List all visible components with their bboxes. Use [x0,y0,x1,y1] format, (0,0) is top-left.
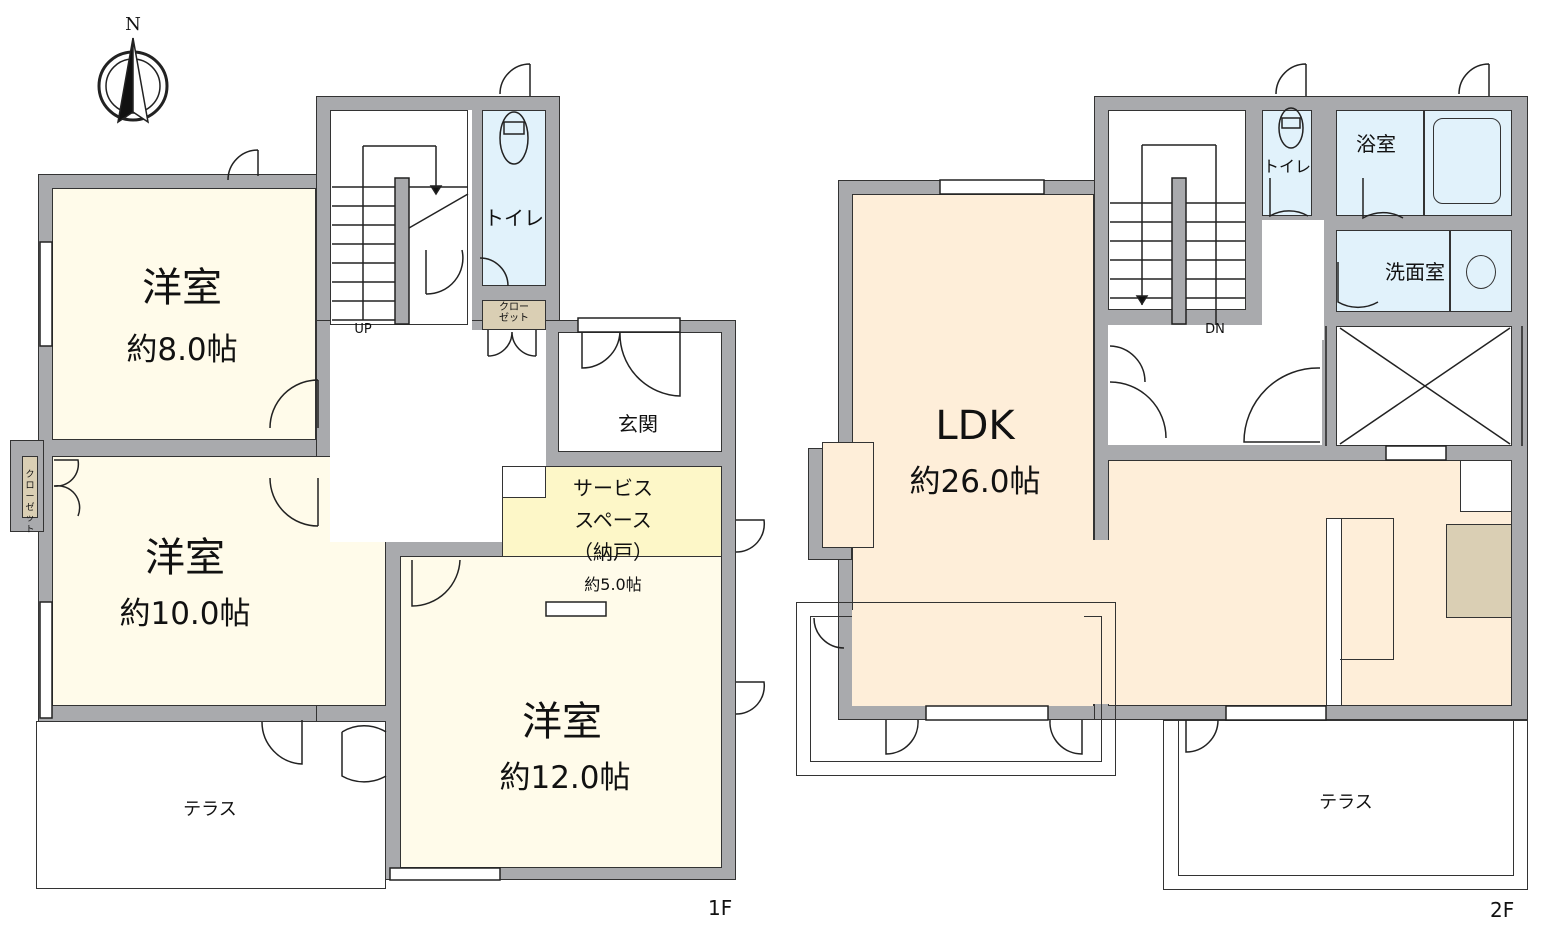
terrace-label: テラス [183,799,237,820]
service-space-niche [502,466,546,498]
floor-label-2f: 2F [1490,898,1515,922]
room-toilet-1f [482,110,546,286]
closet-label: クロー ゼット [25,470,35,535]
storage-2f [1446,524,1512,618]
compass-label: N [125,14,141,35]
room-entrance [558,332,722,452]
door-icon [479,257,509,287]
room-size: 約12.0帖 [499,760,631,796]
door-icon [813,617,845,649]
window-icon [1225,705,1327,721]
window-icon [939,179,1045,195]
room-name: 洋室 [145,535,225,581]
door-icon [499,63,531,96]
door-icon [341,725,387,783]
toilet-icon [499,111,529,165]
door-icon [1275,63,1307,96]
door-icon [425,249,464,295]
floor-label-1f: 1F [708,896,733,920]
door-icon [1269,178,1309,218]
counter [1326,518,1342,706]
room-size: 約5.0帖 [584,575,642,594]
bay-window [822,442,874,548]
closet-door-icon [53,459,81,517]
terrace-2f-inner [1178,720,1514,876]
double-door-icon [487,330,537,357]
closet-hall-1f [482,300,546,330]
room-name-line: スペース [574,508,652,532]
stairs-1f-icon [332,145,469,325]
window-icon [39,601,53,719]
window-icon [39,241,53,347]
room-name: トイレ [484,206,544,230]
washbasin-icon [1466,255,1496,289]
closet-label: クロー ゼット [499,302,529,324]
room-western-8 [52,188,316,440]
door-icon [1049,719,1083,755]
double-door-icon [1109,345,1167,439]
kitchen-counter [1340,518,1394,660]
door-icon [411,559,461,607]
room-size: 約26.0帖 [909,464,1041,500]
room-name: 洋室 [522,699,602,745]
door-icon [1362,178,1404,220]
room-name-line: サービス [573,476,653,500]
window-icon [1385,445,1447,461]
room-size: 約10.0帖 [119,596,251,632]
room-name: 玄関 [618,412,658,436]
stairs-up-label: UP [354,322,372,337]
window-icon [389,867,501,881]
door-icon [735,681,766,715]
ldk-bridge [1092,540,1112,704]
door-icon [227,149,259,181]
hall-2f [1108,325,1322,445]
terrace-1f [36,721,386,889]
room-name: 洗面室 [1385,260,1445,284]
door-icon [735,519,766,553]
toilet-icon [1278,107,1304,149]
hall-2f-mid [1262,220,1324,340]
closet-west-1f [22,456,38,518]
door-icon [1458,63,1490,96]
door-icon [269,379,319,429]
compass-icon [97,37,169,124]
window-icon [925,705,1049,721]
room-name: トイレ [1262,157,1311,176]
door-icon [885,719,919,755]
terrace-label: テラス [1319,792,1373,813]
door-icon [1337,262,1379,309]
entrance-door-icon [581,331,681,397]
stairs-down-label: DN [1205,322,1225,337]
bathtub-icon [1433,118,1501,204]
room-ldk-extension [1108,460,1512,706]
room-name: LDK [935,403,1015,449]
room-washroom [1336,230,1450,312]
room-name: 浴室 [1356,132,1396,156]
room-name: 洋室 [142,265,222,311]
door-icon [1243,367,1321,443]
window-icon [577,317,681,333]
ldk-front [852,610,1084,706]
room-size: 約8.0帖 [126,332,238,368]
balcony-2f [796,602,1116,776]
window-icon [545,601,607,617]
door-icon [261,720,303,765]
door-icon [269,477,319,527]
door-icon [1185,719,1219,753]
niche [1460,460,1512,512]
stairs-2f-icon [1110,144,1245,325]
room-name-line: （納戸） [573,540,653,564]
room-bath [1336,110,1424,216]
terrace-2f [1163,720,1528,890]
